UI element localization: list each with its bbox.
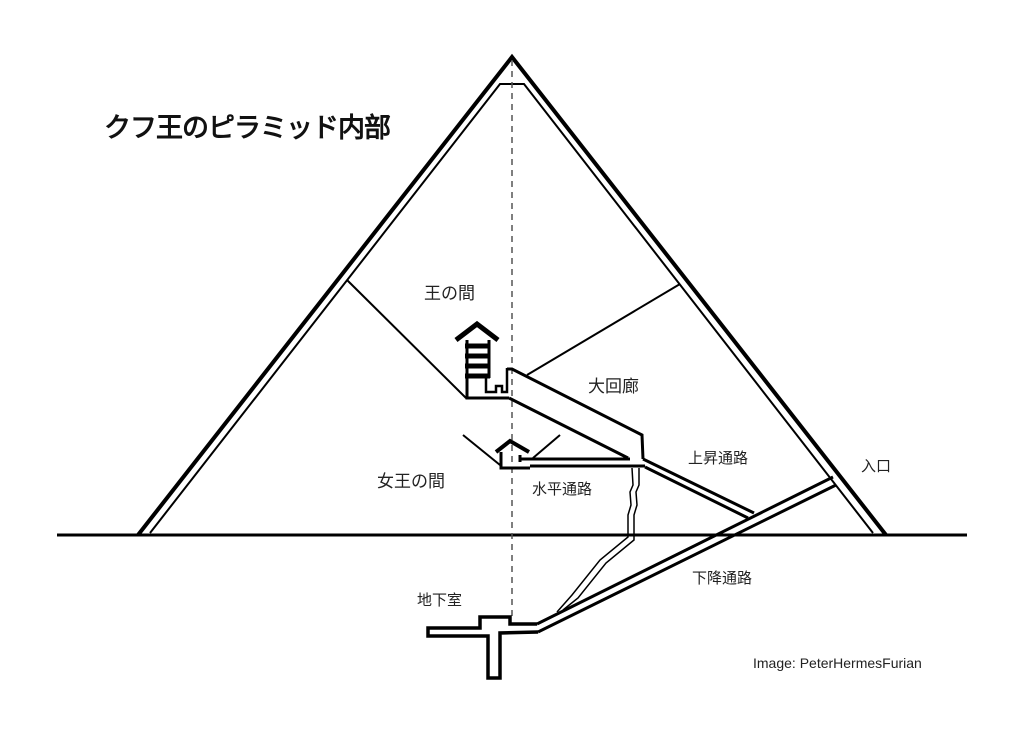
label-kings-chamber: 王の間 [424, 284, 475, 304]
grand-gallery-top [507, 367, 645, 460]
relieving-line-right [526, 283, 681, 376]
label-queens-chamber: 女王の間 [377, 472, 445, 492]
image-credit: Image: PeterHermesFurian [753, 655, 922, 671]
descending-passage-bottom [537, 483, 837, 634]
ascending-passage-top [642, 457, 755, 515]
pyramid-outer [136, 53, 888, 537]
ascending-passage-bottom [644, 465, 749, 520]
diagram-title: クフ王のピラミッド内部 [104, 113, 391, 144]
label-horizontal-passage: 水平通路 [532, 480, 593, 498]
well-shaft [556, 467, 640, 613]
subterranean-chamber [426, 615, 539, 680]
queens-chamber [462, 434, 561, 470]
label-subterranean-chamber: 地下室 [417, 591, 463, 609]
relieving-line-left [346, 279, 467, 399]
grand-gallery-bottom [508, 396, 629, 460]
label-grand-gallery: 大回廊 [588, 377, 639, 397]
descending-passage-top [536, 475, 834, 626]
label-entrance: 入口 [861, 457, 892, 475]
kings-chamber [454, 320, 509, 400]
label-descending-passage: 下降通路 [692, 569, 753, 587]
label-ascending-passage: 上昇通路 [688, 449, 749, 467]
